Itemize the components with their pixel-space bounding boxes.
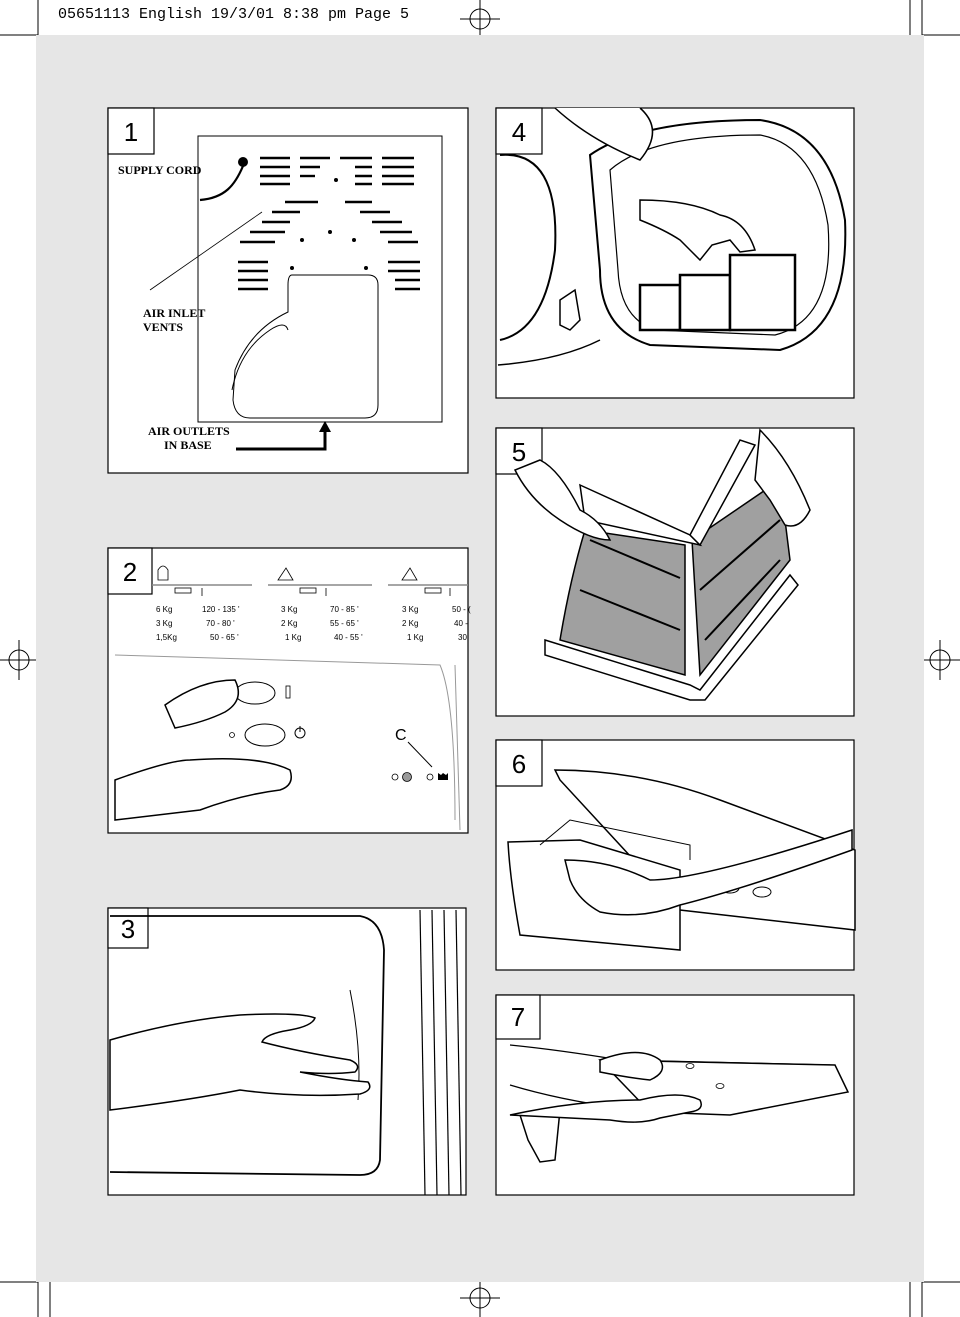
filter-frame-1	[638, 283, 682, 332]
svg-text:2 Kg: 2 Kg	[402, 619, 418, 628]
svg-text:1 Kg: 1 Kg	[407, 633, 423, 642]
hand-4	[554, 107, 654, 161]
rear-cover	[232, 274, 379, 419]
svg-text:70 - 80 ': 70 - 80 '	[206, 619, 235, 628]
air-outlets-label-1: AIR OUTLETS	[148, 424, 230, 438]
panel-5-number: 5	[512, 437, 526, 467]
hand-5-left	[513, 459, 612, 541]
registration-mark-right	[920, 640, 960, 680]
panel-4-number: 4	[512, 117, 526, 147]
cotton-icon	[157, 565, 169, 581]
registration-mark-bottom	[460, 1280, 500, 1317]
panel-7-number: 7	[511, 1002, 525, 1032]
hand-2-lower	[114, 758, 292, 821]
svg-text:2 Kg: 2 Kg	[281, 619, 297, 628]
panel-3-number: 3	[121, 914, 135, 944]
svg-text:70 - 85 ': 70 - 85 '	[330, 605, 359, 614]
synthetic-icon	[277, 567, 294, 581]
air-inlet-label-1: AIR INLET	[143, 306, 205, 320]
supply-cord-label: SUPPLY CORD	[118, 163, 202, 177]
callout-c: C	[395, 727, 407, 744]
hand-6	[564, 828, 853, 916]
panel-6: 6	[495, 739, 856, 971]
svg-text:40 -: 40 -	[454, 619, 468, 628]
panel-3: 3	[107, 907, 467, 1196]
svg-text:3 Kg: 3 Kg	[281, 605, 297, 614]
air-inlet-vents	[238, 156, 420, 291]
panel-2: 2 6 Kg 3 Kg 1,5Kg 120 - 135 ' 70 - 80 ' …	[107, 547, 471, 834]
load-icon-1	[174, 587, 192, 594]
panel-7: 7	[495, 994, 855, 1196]
panel-1: 1 SUPPLY CORD AIR INLET VENTS AIR OUTLET…	[107, 107, 469, 474]
supply-cord	[199, 165, 245, 202]
supply-cord-socket	[238, 157, 248, 167]
hand-2-upper	[164, 679, 240, 729]
svg-text:55 - 65 ': 55 - 65 '	[330, 619, 359, 628]
filter-mesh-right	[691, 478, 791, 678]
load-icon-3	[424, 587, 442, 594]
svg-text:1,5Kg: 1,5Kg	[156, 633, 177, 642]
registration-mark-left	[0, 640, 38, 680]
load-icon-2	[299, 587, 317, 594]
svg-text:50 - 65 ': 50 - 65 '	[210, 633, 239, 642]
delicate-icon	[401, 567, 418, 581]
svg-text:40 - 55 ': 40 - 55 '	[334, 633, 363, 642]
panel-5: 5	[495, 427, 855, 717]
svg-text:3 Kg: 3 Kg	[156, 619, 172, 628]
drying-table: 6 Kg 3 Kg 1,5Kg 120 - 135 ' 70 - 80 ' 50…	[156, 605, 471, 642]
panel-6-number: 6	[512, 749, 526, 779]
registration-mark-top	[460, 0, 500, 38]
svg-text:30: 30	[458, 633, 467, 642]
panel-1-number: 1	[124, 117, 138, 147]
air-outlets-label-2: IN BASE	[164, 438, 212, 452]
air-outlet-arrow	[236, 430, 327, 451]
door-edge	[109, 915, 385, 1176]
filter-frame-2	[678, 273, 732, 332]
svg-text:3 Kg: 3 Kg	[402, 605, 418, 614]
hand-7-left	[599, 1051, 664, 1081]
air-inlet-label-2: VENTS	[143, 320, 183, 334]
hand-7-right	[509, 1094, 702, 1123]
temperature-button	[234, 681, 276, 705]
filter-frame-3	[728, 253, 797, 332]
indicator-light	[402, 772, 412, 782]
panel-4: 4	[495, 107, 855, 399]
svg-text:1 Kg: 1 Kg	[285, 633, 301, 642]
page-header: 05651113 English 19/3/01 8:38 pm Page 5	[58, 6, 410, 23]
hand-5-right	[754, 428, 811, 527]
svg-text:50 - (: 50 - (	[452, 605, 471, 614]
start-button	[244, 723, 286, 747]
hand-3	[109, 1013, 371, 1111]
svg-text:6 Kg: 6 Kg	[156, 605, 172, 614]
panel-2-number: 2	[123, 557, 137, 587]
svg-text:120 - 135 ': 120 - 135 '	[202, 605, 240, 614]
